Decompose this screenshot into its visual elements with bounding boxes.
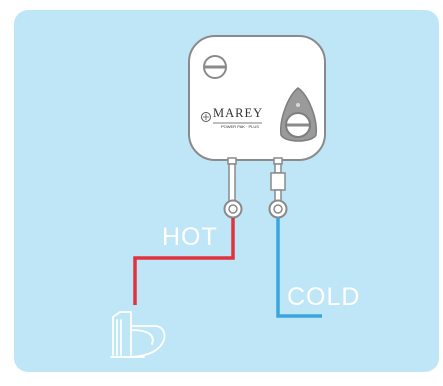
hot-water-pipe xyxy=(133,218,235,305)
water-heater-icon xyxy=(188,35,326,161)
brand-name: MAREY xyxy=(213,106,264,120)
cold-label: COLD xyxy=(287,283,361,311)
model-name: POWER PAK · PLUS xyxy=(221,124,259,129)
hot-label: HOT xyxy=(162,223,218,251)
cold-inlet-fitting xyxy=(268,157,288,219)
cold-water-pipe xyxy=(276,218,322,318)
hot-outlet-fitting xyxy=(223,157,243,219)
faucet-icon xyxy=(110,311,166,358)
